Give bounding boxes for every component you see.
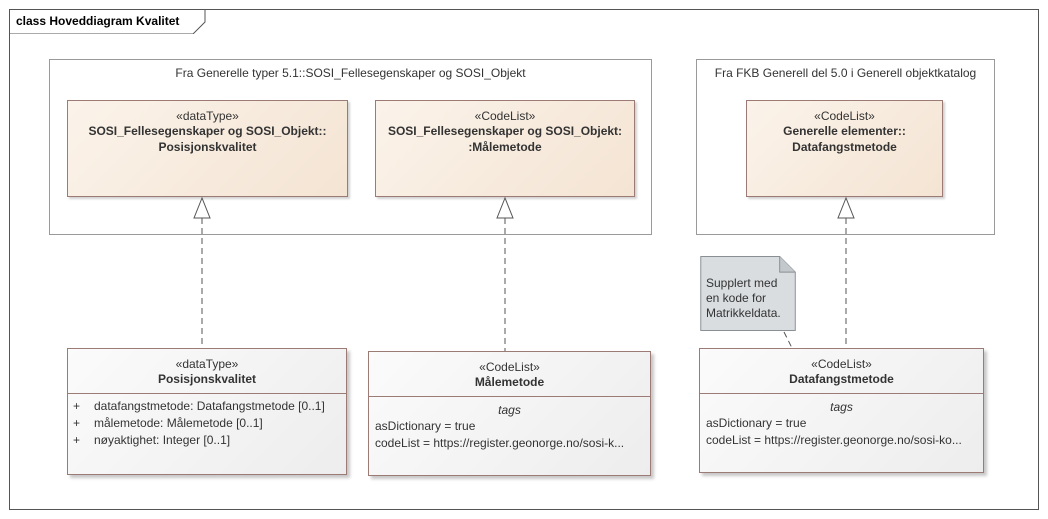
tags-header: tags	[498, 403, 521, 417]
note-text: Supplert med en kode for Matrikkeldata.	[706, 276, 781, 321]
note-anchor-line	[783, 331, 793, 349]
class-name: Målemetode	[474, 375, 545, 389]
package-label: Fra Generelle typer 5.1::SOSI_Fellesegen…	[175, 66, 526, 80]
stereotype-label: «CodeList»	[814, 109, 875, 123]
attribute-row[interactable]: + nøyaktighet: Integer [0..1]	[68, 432, 346, 449]
tags-compartment: tags asDictionary = true codeList = http…	[369, 396, 650, 452]
class-posisjonskvalitet[interactable]: «dataType» Posisjonskvalitet + datafangs…	[67, 348, 347, 475]
class-name-line2: :Målemetode	[468, 140, 542, 154]
realization-arrowhead	[193, 196, 211, 219]
visibility-marker: +	[73, 433, 81, 447]
note-line: Supplert med	[706, 276, 778, 290]
note-line: en kode for	[706, 291, 767, 305]
note-shape[interactable]	[700, 256, 798, 332]
stereotype-label: «CodeList»	[479, 360, 540, 374]
stereotype-label: «CodeList»	[811, 357, 872, 371]
class-name: Datafangstmetode	[789, 372, 894, 386]
attribute-text: datafangstmetode: Datafangstmetode [0..1…	[94, 399, 325, 413]
class-name-line1: SOSI_Fellesegenskaper og SOSI_Objekt::	[88, 124, 327, 138]
frame-title-tab	[10, 10, 206, 34]
note-line: Matrikkeldata.	[706, 306, 781, 320]
stereotype-label: «dataType»	[175, 357, 239, 371]
attribute-text: målemetode: Målemetode [0..1]	[94, 416, 263, 430]
class-parent-malemetode[interactable]: «CodeList» SOSI_Fellesegenskaper og SOSI…	[375, 100, 635, 197]
attribute-row[interactable]: + målemetode: Målemetode [0..1]	[68, 415, 346, 432]
class-datafangstmetode[interactable]: «CodeList» Datafangstmetode tags asDicti…	[699, 348, 984, 473]
tag-row[interactable]: asDictionary = true	[706, 416, 807, 430]
visibility-marker: +	[73, 399, 81, 413]
tag-row[interactable]: codeList = https://register.geonorge.no/…	[375, 436, 625, 450]
attribute-text: nøyaktighet: Integer [0..1]	[94, 433, 231, 447]
class-name-line1: Generelle elementer::	[783, 124, 906, 138]
attribute-compartment: + datafangstmetode: Datafangstmetode [0.…	[68, 393, 346, 449]
attribute-row[interactable]: + datafangstmetode: Datafangstmetode [0.…	[68, 398, 346, 415]
visibility-marker: +	[73, 416, 81, 430]
tag-row[interactable]: codeList = https://register.geonorge.no/…	[706, 433, 962, 447]
tag-row[interactable]: asDictionary = true	[375, 419, 476, 433]
realization-arrowhead	[496, 196, 514, 219]
realization-arrowhead	[837, 196, 855, 219]
tags-header: tags	[830, 400, 853, 414]
class-malemetode[interactable]: «CodeList» Målemetode tags asDictionary …	[368, 351, 651, 476]
class-name-line1: SOSI_Fellesegenskaper og SOSI_Objekt:	[387, 124, 623, 138]
stereotype-label: «CodeList»	[474, 109, 536, 123]
class-name-line2: Posisjonskvalitet	[158, 140, 257, 154]
class-name-line2: Datafangstmetode	[792, 140, 897, 154]
frame-title: class Hoveddiagram Kvalitet	[16, 14, 180, 28]
package-label: Fra FKB Generell del 5.0 i Generell obje…	[714, 66, 977, 80]
tags-compartment: tags asDictionary = true codeList = http…	[700, 393, 983, 449]
stereotype-label: «dataType»	[176, 109, 239, 123]
class-name: Posisjonskvalitet	[157, 372, 257, 386]
class-parent-datafangstmetode[interactable]: «CodeList» Generelle elementer:: Datafan…	[746, 100, 943, 197]
class-parent-posisjonskvalitet[interactable]: «dataType» SOSI_Fellesegenskaper og SOSI…	[67, 100, 348, 197]
